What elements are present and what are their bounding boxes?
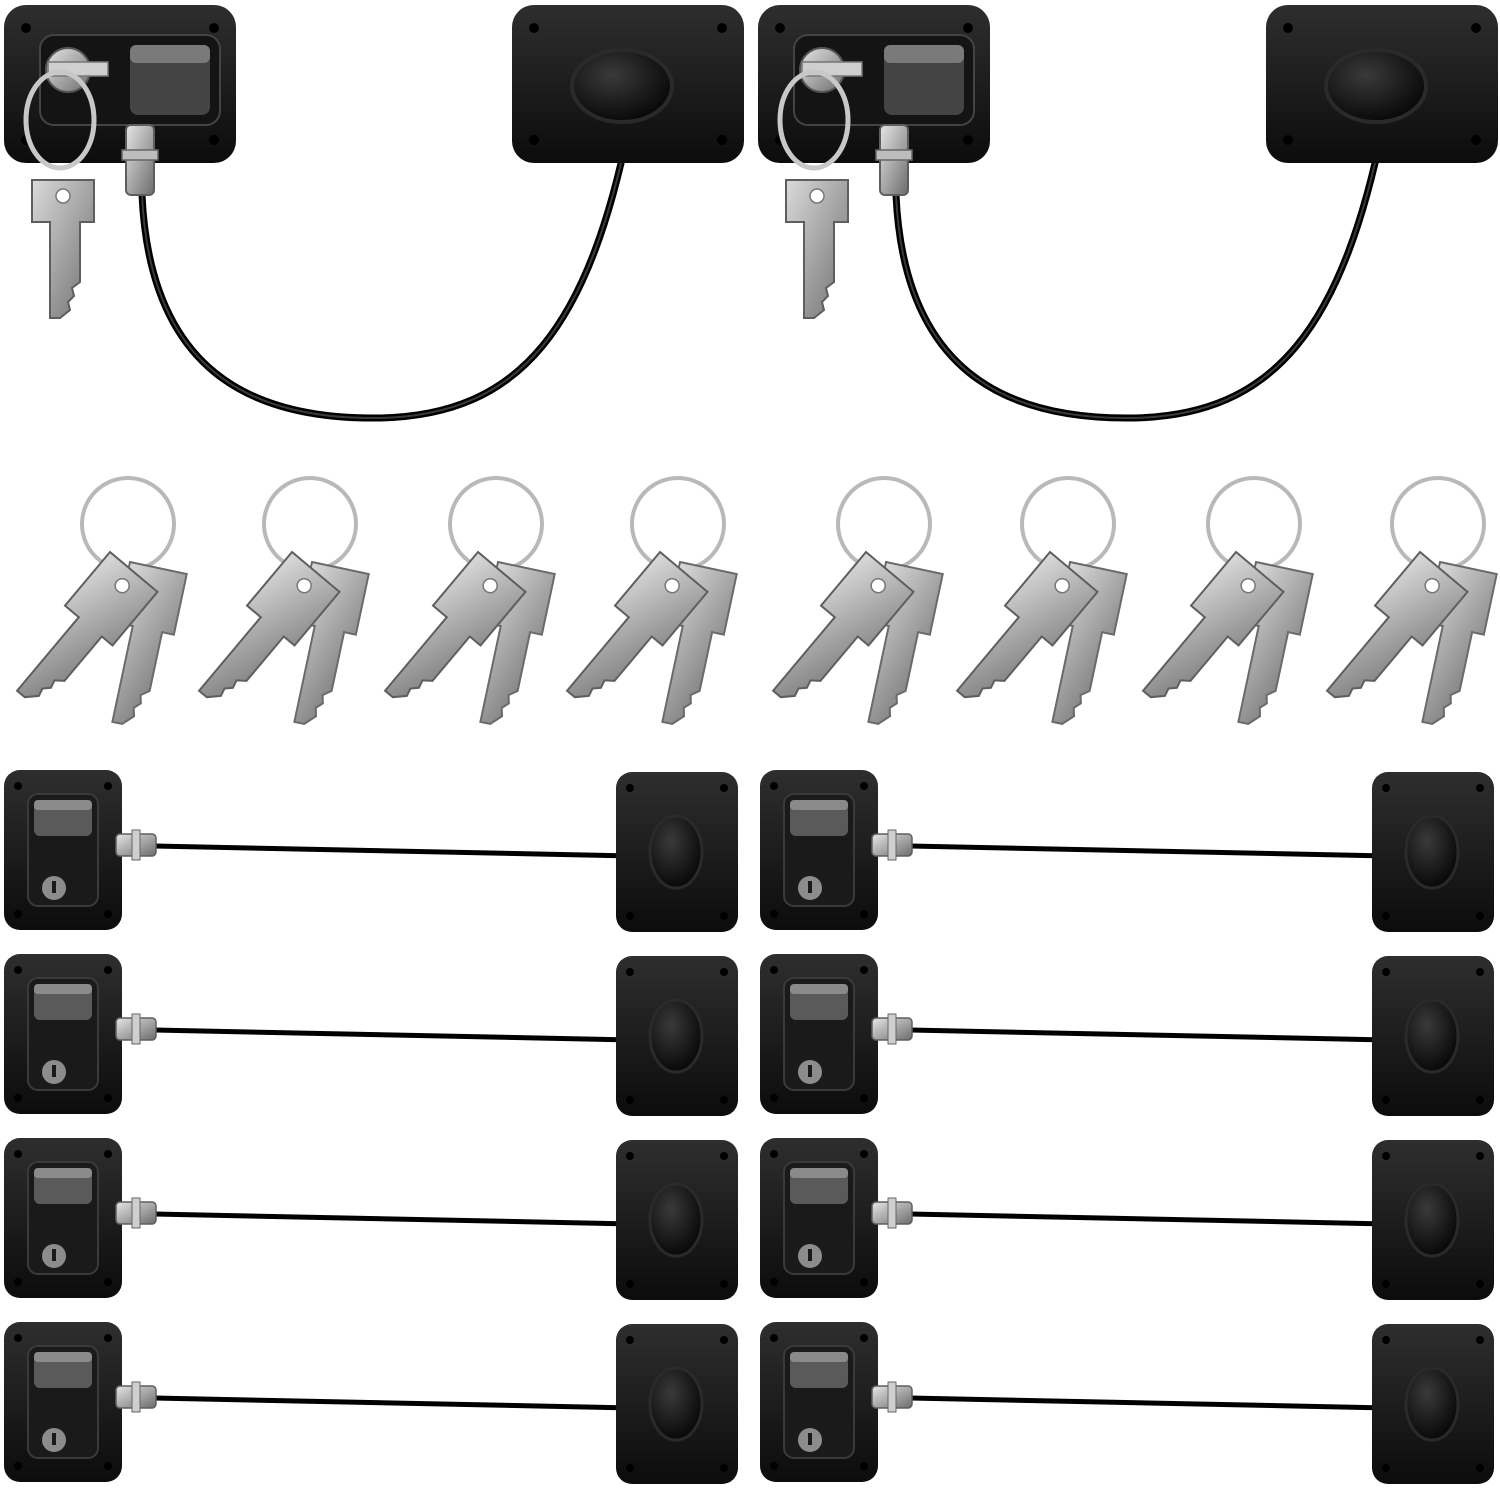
small-lock-3 [4,954,738,1116]
key-pair-8 [1311,476,1499,733]
key-pair-3 [369,476,557,733]
key-pair-5 [757,476,945,733]
small-lock-7 [4,1322,738,1484]
key-pair-6 [941,476,1129,733]
key-pair-4 [551,476,739,733]
small-lock-8 [760,1322,1494,1484]
key-pair-2 [183,476,371,733]
small-locks-grid [4,770,1494,1484]
large-lock-set-1 [4,5,744,418]
key-pairs-row [1,476,1499,733]
key-pair-7 [1127,476,1315,733]
small-lock-5 [4,1138,738,1300]
small-lock-4 [760,954,1494,1116]
large-lock-set-2 [758,5,1498,418]
small-lock-2 [760,770,1494,932]
key-pair-1 [1,476,189,733]
small-lock-6 [760,1138,1494,1300]
small-lock-1 [4,770,738,932]
